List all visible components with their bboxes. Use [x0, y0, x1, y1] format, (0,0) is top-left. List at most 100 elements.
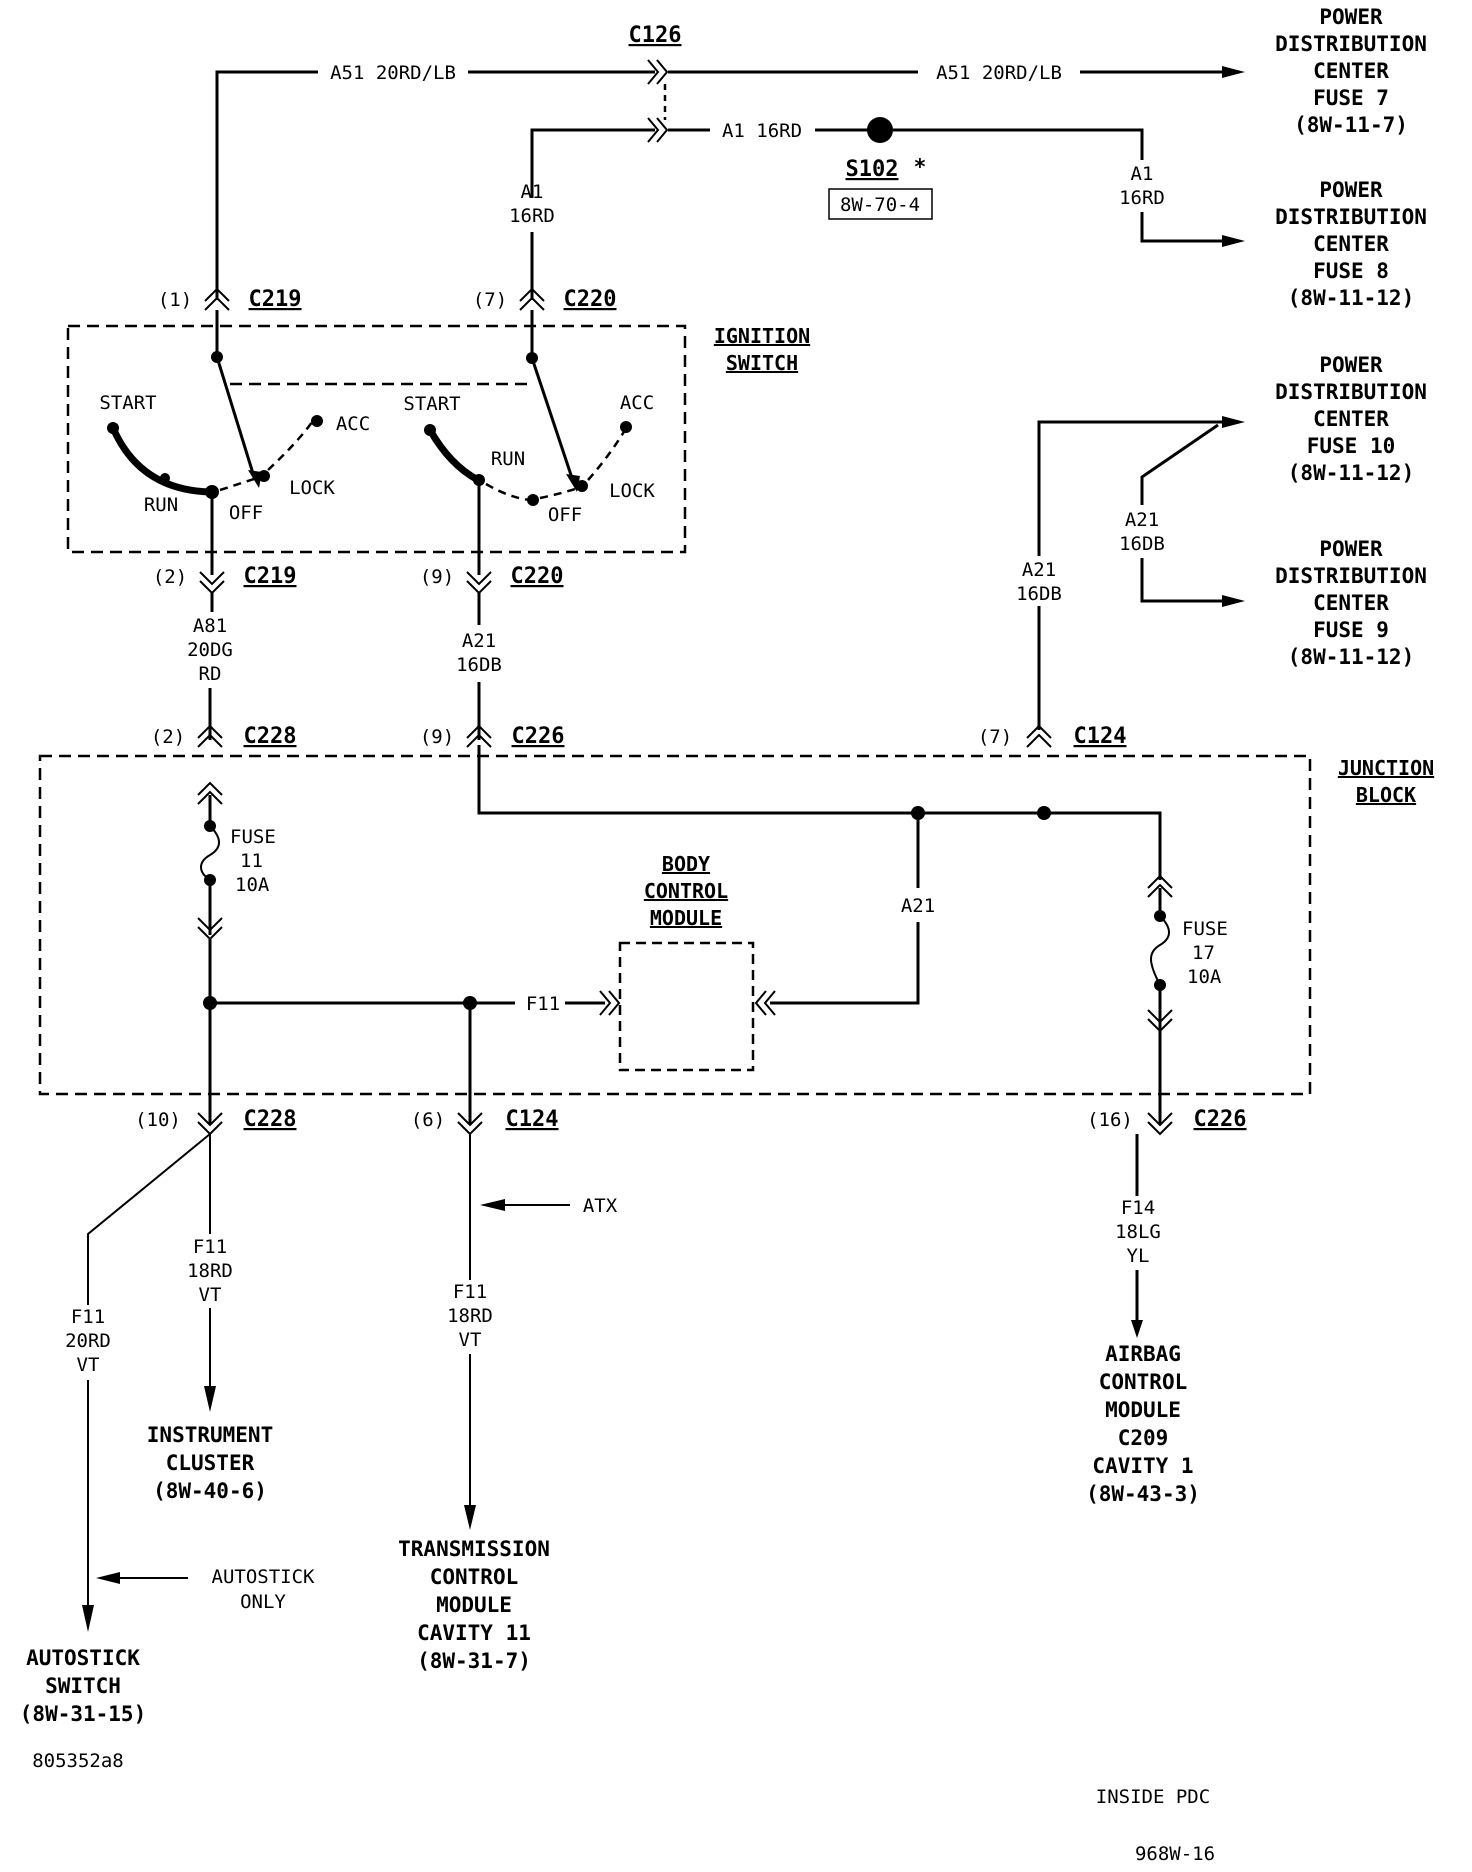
body-control-module: BODY CONTROL MODULE: [618, 852, 755, 1072]
destination-instrument-cluster: INSTRUMENT CLUSTER (8W-40-6): [147, 1423, 273, 1503]
connector-label: C124: [506, 1107, 559, 1132]
fuse11-label-3: 10A: [235, 874, 270, 896]
wire-label-1: F11: [453, 1281, 487, 1303]
fuse17-label-1: FUSE: [1182, 918, 1228, 940]
connector-c220-bottom: (9) C220: [420, 564, 564, 595]
pdc-fuse10-line-1: POWER: [1319, 353, 1383, 377]
wire-a21-mid: A21 16DB: [456, 593, 502, 740]
connector-label: C220: [564, 287, 617, 312]
dest-line-1: INSTRUMENT: [147, 1423, 273, 1447]
dest-line-4: CAVITY 11: [417, 1621, 531, 1645]
pdc-fuse7-line-1: POWER: [1319, 5, 1383, 29]
position-run: RUN: [144, 494, 178, 516]
pin-label: (2): [151, 726, 185, 748]
wire-label-1: F11: [71, 1306, 105, 1328]
arrow-to-tcm: [464, 1505, 476, 1530]
inside-pdc-note: INSIDE PDC: [1096, 1786, 1210, 1808]
wire-a1: A1 16RD A1 16RD A1 16RD: [509, 117, 1245, 300]
arrow-to-instrument-cluster: [204, 1386, 216, 1412]
pin-label: (16): [1087, 1109, 1133, 1131]
connector-c126: C126: [629, 23, 682, 143]
wire-label-2: 18LG: [1115, 1221, 1161, 1243]
pin-label: (10): [135, 1109, 181, 1131]
wire-label-2: 20RD: [65, 1330, 111, 1352]
wire-f11-instrument-cluster: F11 18RD VT: [187, 1134, 233, 1412]
ignition-switch: IGNITION SWITCH START RUN OFF LOCK ACC: [66, 310, 810, 575]
pdc-fuse7-line-2: DISTRIBUTION: [1275, 32, 1427, 56]
position-lock: LOCK: [289, 477, 335, 499]
pdc-fuse10-label: POWER DISTRIBUTION CENTER FUSE 10 (8W-11…: [1275, 353, 1427, 485]
dest-line-3: (8W-40-6): [153, 1479, 267, 1503]
pdc-fuse7-line-5: (8W-11-7): [1294, 113, 1408, 137]
pin-label: (7): [473, 289, 507, 311]
note-atx: ATX: [583, 1195, 618, 1217]
wire-label-a1-right-1: A1: [1131, 163, 1154, 185]
connector-c228-bottom: (10) C228: [135, 1107, 297, 1136]
fuse-11: FUSE 11 10A: [197, 781, 276, 941]
arrow-to-pdc-fuse7: [1222, 66, 1245, 78]
pdc-fuse7-line-4: FUSE 7: [1313, 86, 1389, 110]
wire-label-2: 18RD: [187, 1260, 233, 1282]
wire-label-2: 18RD: [447, 1305, 493, 1327]
connector-label: C220: [511, 564, 564, 589]
wire-label-a21-up-1: A21: [1022, 559, 1056, 581]
dest-line-5: (8W-31-7): [417, 1649, 531, 1673]
dest-line-6: (8W-43-3): [1086, 1482, 1200, 1506]
dest-line-2: SWITCH: [45, 1674, 121, 1698]
wire-label-a21-branch-2: 16DB: [1119, 533, 1165, 555]
pdc-fuse8-line-5: (8W-11-12): [1288, 286, 1414, 310]
splice-s102: S102 * 8W-70-4: [828, 155, 933, 220]
bcm-boundary: [618, 941, 755, 1072]
dest-line-1: AIRBAG: [1105, 1342, 1181, 1366]
fuse-17: FUSE 17 10A: [1147, 874, 1228, 1125]
fuse11-label-1: FUSE: [230, 826, 276, 848]
pdc-fuse10-line-2: DISTRIBUTION: [1275, 380, 1427, 404]
wire-label-1: F14: [1121, 1197, 1155, 1219]
wire-label-a21-up-2: 16DB: [1016, 583, 1062, 605]
connector-c124-bottom: (6) C124: [411, 1107, 559, 1136]
pdc-fuse9-line-5: (8W-11-12): [1288, 645, 1414, 669]
autostick-only-arrow: [96, 1572, 120, 1584]
wire-label-a51-left: A51 20RD/LB: [330, 62, 456, 84]
wire-label-a81-2: 20DG: [187, 639, 233, 661]
wire-label-a21-jb: A21: [901, 895, 935, 917]
wire-label-a21-mid-1: A21: [462, 630, 496, 652]
wire-label-a1-left-2: 16RD: [509, 205, 555, 227]
dest-line-1: TRANSMISSION: [398, 1537, 550, 1561]
ignition-switch-label-2: SWITCH: [726, 351, 798, 375]
wire-label-3: VT: [459, 1329, 482, 1351]
arrow-to-pdc-fuse9: [1222, 595, 1245, 607]
arrow-to-autostick-switch: [82, 1605, 94, 1632]
pdc-fuse10-line-3: CENTER: [1313, 407, 1389, 431]
dest-line-3: (8W-31-15): [20, 1702, 146, 1726]
connector-c228-top: (2) C228: [151, 724, 297, 749]
note-autostick-only-1: AUTOSTICK: [212, 1566, 316, 1588]
connector-label: C228: [244, 1107, 297, 1132]
connector-c124-top: (7) C124: [978, 724, 1127, 749]
page-reference: 968W-16: [1135, 1843, 1215, 1865]
wire-label-a1-horizontal: A1 16RD: [722, 120, 802, 142]
connector-label: C124: [1074, 724, 1127, 749]
bcm-label-2: CONTROL: [644, 879, 728, 903]
position-acc: ACC: [620, 392, 654, 414]
dest-line-2: CONTROL: [1099, 1370, 1188, 1394]
pin-label: (7): [978, 726, 1012, 748]
pdc-fuse9-line-2: DISTRIBUTION: [1275, 564, 1427, 588]
pdc-fuse7-label: POWER DISTRIBUTION CENTER FUSE 7 (8W-11-…: [1275, 5, 1427, 137]
wire-a51: A51 20RD/LB A51 20RD/LB: [215, 62, 1245, 300]
position-start: START: [99, 392, 156, 414]
dest-line-5: CAVITY 1: [1092, 1454, 1193, 1478]
pdc-fuse10-line-4: FUSE 10: [1307, 434, 1396, 458]
wire-label-1: F11: [193, 1236, 227, 1258]
wire-label-f11-bus: F11: [526, 993, 560, 1015]
ignition-switch-label-1: IGNITION: [714, 324, 810, 348]
fuse17-label-3: 10A: [1187, 966, 1222, 988]
pdc-fuse8-line-2: DISTRIBUTION: [1275, 205, 1427, 229]
connector-label: C228: [244, 724, 297, 749]
arrow-to-airbag: [1131, 1320, 1143, 1338]
connector-label-c126: C126: [629, 23, 682, 48]
pdc-fuse9-line-1: POWER: [1319, 537, 1383, 561]
dest-line-4: C209: [1118, 1426, 1169, 1450]
position-start: START: [403, 393, 460, 415]
wire-label-a51-right: A51 20RD/LB: [936, 62, 1062, 84]
